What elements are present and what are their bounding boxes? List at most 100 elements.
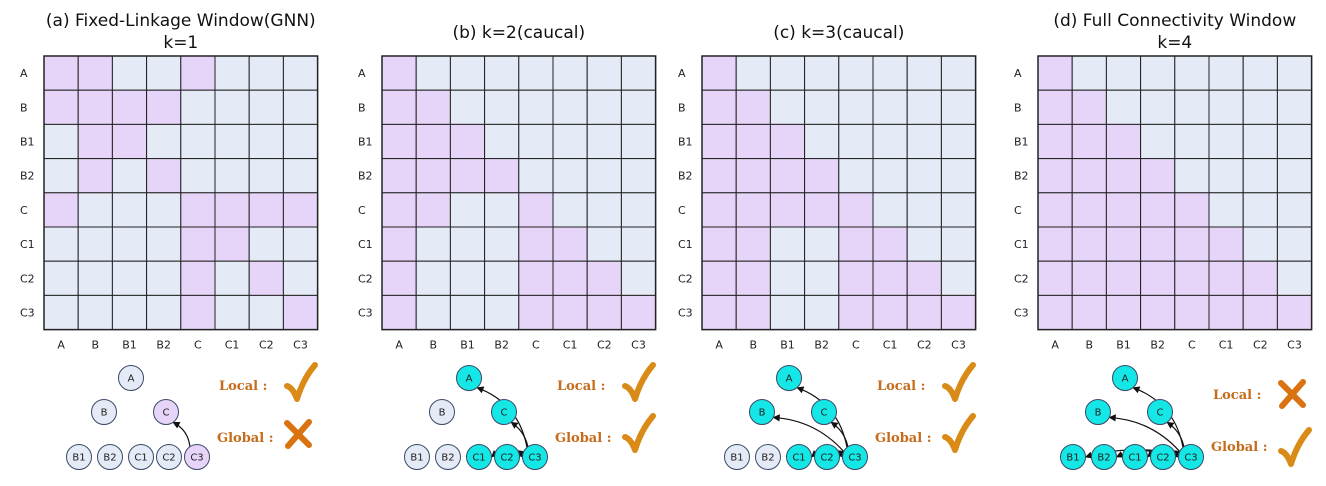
- graph-node-B2: B2: [435, 444, 461, 470]
- matrix-cell-A-B: [77, 55, 113, 91]
- matrix-cell-B2-B: [415, 158, 451, 194]
- matrix-cell-C3-C2: [906, 294, 942, 331]
- matrix-cell-A-C1: [552, 55, 588, 91]
- matrix-cell-C-B2: [146, 192, 182, 228]
- matrix-cell-B2-C3: [1276, 158, 1313, 194]
- matrix-cell-C3-C2: [248, 294, 284, 331]
- matrix-cell-B1-C1: [1208, 123, 1244, 160]
- node-label: C2: [820, 453, 833, 464]
- matrix-cell-B1-B: [735, 123, 771, 160]
- matrix-cell-C1-B: [1071, 226, 1107, 262]
- graph-node-C3: C3: [842, 444, 868, 470]
- matrix-cell-C1-C: [838, 226, 874, 262]
- matrix-cell-C1-B1: [1105, 226, 1142, 262]
- matrix-cell-C-B: [1071, 192, 1107, 228]
- col-label-C1: C1: [563, 339, 578, 352]
- row-label-C2: C2: [678, 272, 693, 285]
- matrix-cell-C2-B: [77, 260, 113, 296]
- legend: Local :Global :: [875, 362, 976, 453]
- matrix-cell-C3-B: [1071, 294, 1107, 331]
- graph-node-B1: B1: [1060, 444, 1086, 470]
- matrix-cell-C3-B1: [1105, 294, 1142, 331]
- matrix-cell-C1-A: [381, 226, 417, 262]
- matrix-cell-C1-C1: [1208, 226, 1244, 262]
- matrix-cell-C1-C2: [248, 226, 284, 262]
- matrix-cell-B-C1: [552, 89, 588, 125]
- col-label-B1: B1: [780, 339, 795, 352]
- matrix-cell-C-C: [180, 192, 216, 228]
- matrix-cell-C-B2: [804, 192, 840, 228]
- matrix-cell-A-C1: [872, 55, 908, 91]
- row-label-C3: C3: [678, 307, 693, 320]
- matrix-cell-B2-C3: [282, 158, 319, 194]
- matrix-cell-C1-B1: [769, 226, 806, 262]
- matrix-cell-B-B: [77, 89, 113, 125]
- matrix-cell-C-C: [838, 192, 874, 228]
- node-label: C2: [500, 453, 513, 464]
- row-label-B: B: [678, 101, 686, 114]
- matrix-cell-C3-C2: [586, 294, 622, 331]
- matrix-cell-B2-C2: [906, 158, 942, 194]
- graph-node-B2: B2: [1091, 444, 1117, 470]
- matrix-cell-A-A: [381, 55, 417, 91]
- matrix-cell-B2-C: [180, 158, 216, 194]
- row-label-C2: C2: [358, 272, 373, 285]
- graph-node-B1: B1: [404, 444, 430, 470]
- matrix-cell-C3-B: [415, 294, 451, 331]
- node-label: B1: [72, 453, 85, 464]
- matrix-cell-B-B: [1071, 89, 1107, 125]
- matrix-cell-C1-A: [1037, 226, 1073, 262]
- matrix-cell-A-C2: [906, 55, 942, 91]
- matrix-cell-C1-C: [518, 226, 554, 262]
- local-check-icon: [942, 362, 976, 402]
- matrix-cell-B-C1: [214, 89, 250, 125]
- matrix-cell-C-B1: [111, 192, 148, 228]
- matrix-cell-A-B1: [111, 55, 148, 91]
- matrix-cell-C2-C2: [586, 260, 622, 296]
- col-label-A: A: [715, 339, 723, 352]
- matrix-cell-B1-A: [43, 123, 79, 160]
- matrix-cell-B-C: [1174, 89, 1210, 125]
- row-label-C2: C2: [1014, 272, 1029, 285]
- row-label-B: B: [20, 101, 28, 114]
- matrix-cell-C1-A: [701, 226, 737, 262]
- matrix-cell-B2-B2: [484, 158, 520, 194]
- node-label: C: [163, 408, 170, 419]
- matrix-cell-B1-A: [1037, 123, 1073, 160]
- matrix-cell-B-C: [180, 89, 216, 125]
- matrix-cell-C3-B: [735, 294, 771, 331]
- matrix-cell-C3-C3: [940, 294, 977, 331]
- matrix-cell-C-C2: [248, 192, 284, 228]
- row-label-C3: C3: [20, 307, 35, 320]
- node-label: C2: [1156, 453, 1169, 464]
- matrix-cell-B1-C2: [248, 123, 284, 160]
- matrix-cell-C2-B2: [484, 260, 520, 296]
- matrix-cell-A-B2: [1140, 55, 1176, 91]
- matrix-cell-B1-B: [415, 123, 451, 160]
- col-label-C: C: [852, 339, 860, 352]
- matrix-cell-C-B: [735, 192, 771, 228]
- matrix-cell-C2-C3: [620, 260, 657, 296]
- matrix-cell-A-C1: [1208, 55, 1244, 91]
- matrix-cell-C1-C3: [940, 226, 977, 262]
- matrix-cell-C-C1: [1208, 192, 1244, 228]
- matrix-cell-C2-B2: [1140, 260, 1176, 296]
- matrix-cell-C-B1: [1105, 192, 1142, 228]
- matrix-cell-C-C3: [1276, 192, 1313, 228]
- matrix-cell-C-C1: [872, 192, 908, 228]
- global-cross-icon: [284, 419, 312, 449]
- matrix-cell-C2-C2: [1242, 260, 1278, 296]
- matrix-cell-C3-C1: [1208, 294, 1244, 331]
- matrix-cell-B1-B1: [769, 123, 806, 160]
- matrix-cell-B1-A: [701, 123, 737, 160]
- matrix-cell-B-C3: [940, 89, 977, 125]
- graph-node-B1: B1: [724, 444, 750, 470]
- matrix-cell-A-A: [1037, 55, 1073, 91]
- node-label: B1: [410, 453, 423, 464]
- col-label-B: B: [430, 339, 438, 352]
- matrix-cell-B2-B2: [804, 158, 840, 194]
- matrix-cell-C3-B2: [146, 294, 182, 331]
- node-label: C3: [190, 453, 203, 464]
- col-label-B: B: [1086, 339, 1094, 352]
- row-label-C: C: [1014, 204, 1022, 217]
